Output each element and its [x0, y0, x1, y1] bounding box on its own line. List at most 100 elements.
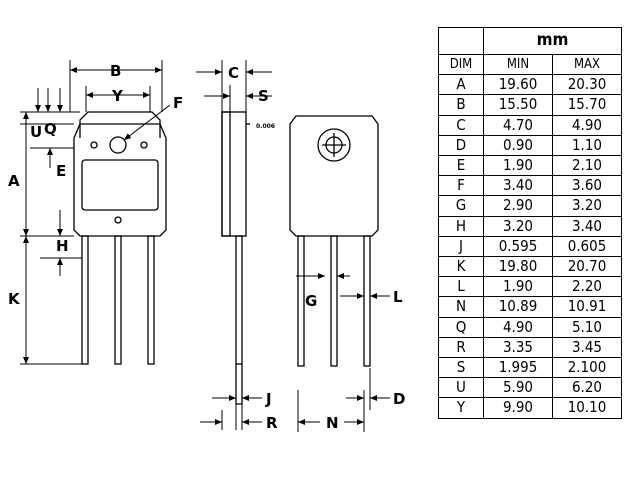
front-tab	[79, 111, 161, 138]
table-cell-max: 2.10	[552, 155, 622, 177]
table-header-min: MIN	[483, 53, 553, 76]
front-dimension-lines	[20, 60, 171, 365]
table-cell-max: 4.90	[552, 114, 622, 136]
table-cell-dim: Q	[438, 316, 484, 338]
table-cell-dim: G	[438, 195, 484, 217]
table-cell-max: 3.45	[552, 336, 622, 359]
back-lead-1	[297, 235, 305, 367]
table-cell-max: 6.20	[552, 377, 622, 399]
label-C: C	[228, 64, 239, 82]
table-cell-min: 2.90	[483, 195, 553, 217]
side-dimension-lines	[196, 60, 272, 430]
table-cell-dim: F	[438, 175, 484, 197]
table-cell-min: 19.80	[483, 256, 553, 278]
table-cell-min: 15.50	[483, 94, 553, 116]
label-R: R	[266, 414, 278, 432]
table-cell-dim: N	[438, 296, 484, 318]
table-cell-dim: Y	[438, 397, 484, 419]
table-cell-min: 3.20	[483, 215, 553, 237]
label-A: A	[8, 172, 20, 190]
table-cell-dim: S	[438, 357, 484, 379]
table-cell-min: 0.595	[483, 235, 553, 258]
table-unit: mm	[483, 27, 622, 55]
label-F: F	[173, 94, 183, 112]
table-cell-min: 5.90	[483, 377, 553, 399]
label-tiny-note: 0.006	[256, 123, 275, 130]
side-view	[221, 111, 250, 405]
table-cell-min: 10.89	[483, 296, 553, 318]
table-cell-min: 1.90	[483, 276, 553, 298]
table-cell-max: 20.70	[552, 256, 622, 278]
side-hole-left	[90, 141, 98, 149]
lead-3	[147, 235, 155, 365]
table-cell-max: 20.30	[552, 74, 622, 96]
table-cell-dim: D	[438, 134, 484, 157]
table-cell-max: 5.10	[552, 316, 622, 338]
front-body	[73, 123, 167, 237]
table-cell-dim: E	[438, 155, 484, 177]
label-Y: Y	[111, 87, 124, 105]
side-body	[221, 111, 247, 237]
label-G: G	[305, 292, 317, 310]
lead-1	[81, 235, 89, 365]
table-cell-min: 19.60	[483, 74, 553, 96]
table-cell-dim: L	[438, 276, 484, 298]
table-cell-dim: J	[438, 235, 484, 258]
table-cell-min: 0.90	[483, 134, 553, 157]
table-cell-max: 0.605	[552, 235, 622, 258]
table-cell-min: 1.90	[483, 155, 553, 177]
dimension-labels: B Y F C S U Q E A H K G L J R N D 0.006	[8, 62, 405, 432]
front-molded-window	[81, 159, 159, 211]
table-cell-dim: A	[438, 74, 484, 96]
back-lead-2	[330, 235, 338, 367]
label-B: B	[110, 62, 121, 80]
table-cell-max: 15.70	[552, 94, 622, 116]
lead-2	[114, 235, 122, 365]
table-cell-max: 2.20	[552, 276, 622, 298]
pin-marker	[114, 216, 122, 224]
table-cell-dim: H	[438, 215, 484, 237]
table-cell-min: 4.90	[483, 316, 553, 338]
package-outline-drawing: B Y F C S U Q E A H K G L J R N D 0.006	[8, 60, 405, 432]
label-S: S	[258, 87, 269, 105]
back-body	[289, 115, 379, 237]
label-J: J	[265, 390, 272, 408]
table-corner	[438, 27, 484, 55]
back-view	[289, 115, 379, 367]
label-D: D	[393, 390, 405, 408]
mounting-hole	[109, 136, 127, 154]
label-L: L	[393, 288, 403, 306]
side-lead	[235, 235, 243, 365]
label-K: K	[8, 290, 21, 308]
table-cell-min: 9.90	[483, 397, 553, 419]
front-view	[73, 111, 167, 365]
table-cell-max: 3.40	[552, 215, 622, 237]
label-E: E	[56, 162, 66, 180]
back-mounting-hole-outer	[317, 128, 351, 162]
table-cell-dim: U	[438, 377, 484, 399]
table-cell-max: 3.20	[552, 195, 622, 217]
table-cell-min: 1.995	[483, 357, 553, 379]
table-header-max: MAX	[552, 53, 622, 76]
table-cell-max: 1.10	[552, 134, 622, 157]
table-cell-min: 3.35	[483, 336, 553, 359]
table-cell-dim: C	[438, 114, 484, 136]
table-cell-max: 10.10	[552, 397, 622, 419]
side-hole-right	[140, 141, 148, 149]
